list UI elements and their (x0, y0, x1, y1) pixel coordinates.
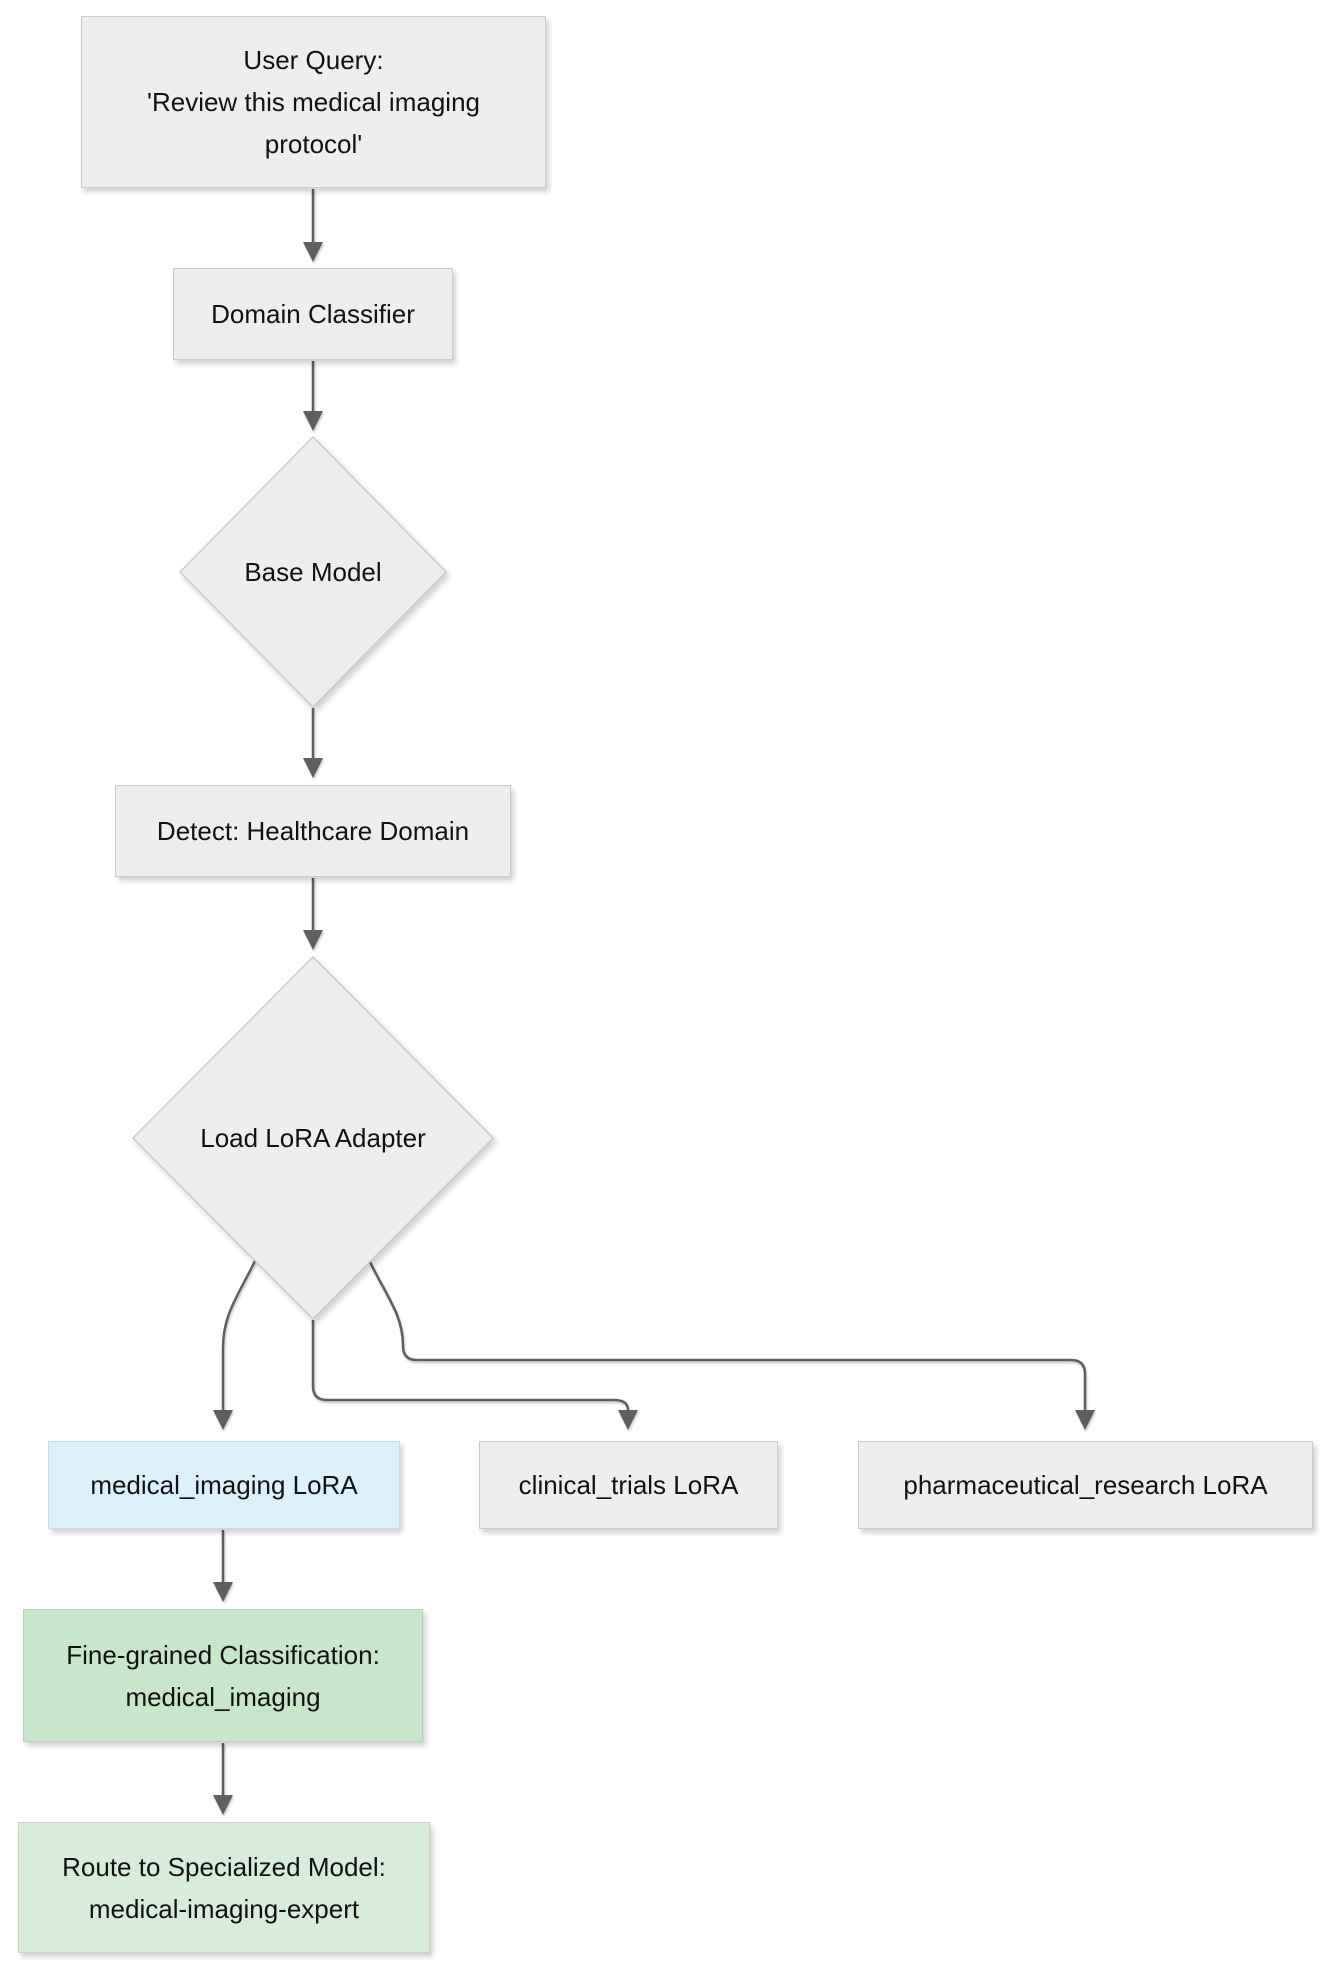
node-label-line: protocol' (264, 129, 363, 159)
node-label: pharmaceutical_research LoRA (903, 1470, 1268, 1500)
node-label: medical_imaging LoRA (90, 1470, 358, 1500)
node-label-line: 'Review this medical imaging (147, 87, 480, 117)
node-pharmaceutical-research-lora: pharmaceutical_research LoRA (858, 1441, 1313, 1529)
node-label: Detect: Healthcare Domain (156, 816, 470, 846)
node-label-line: Route to Specialized Model: (62, 1851, 386, 1882)
node-label: clinical_trials LoRA (518, 1470, 739, 1500)
node-label-line: medical_imaging (125, 1681, 321, 1712)
edge-load-lora-to-clinical-trials (311, 1320, 638, 1430)
node-domain-classifier: Domain Classifier (173, 268, 453, 360)
edge-load-lora-to-medical-imaging (213, 1260, 257, 1430)
node-fine-grained-classification: Fine-grained Classification: medical_ima… (23, 1609, 423, 1742)
node-label-line: User Query: (243, 45, 384, 75)
load-lora-adapter-diamond-shape (131, 955, 495, 1321)
node-user-query: User Query: 'Review this medical imaging… (81, 16, 546, 188)
node-label-line: Fine-grained Classification: (66, 1639, 380, 1670)
edge-load-lora-to-pharma (368, 1261, 1095, 1430)
base-model-diamond-shape (178, 435, 448, 709)
node-medical-imaging-lora: medical_imaging LoRA (48, 1441, 400, 1529)
node-detect-healthcare-domain: Detect: Healthcare Domain (115, 785, 511, 877)
node-label-line: medical-imaging-expert (88, 1893, 360, 1924)
node-clinical-trials-lora: clinical_trials LoRA (479, 1441, 778, 1529)
node-label: Domain Classifier (211, 299, 415, 329)
node-route-to-specialized-model: Route to Specialized Model: medical-imag… (18, 1822, 430, 1953)
